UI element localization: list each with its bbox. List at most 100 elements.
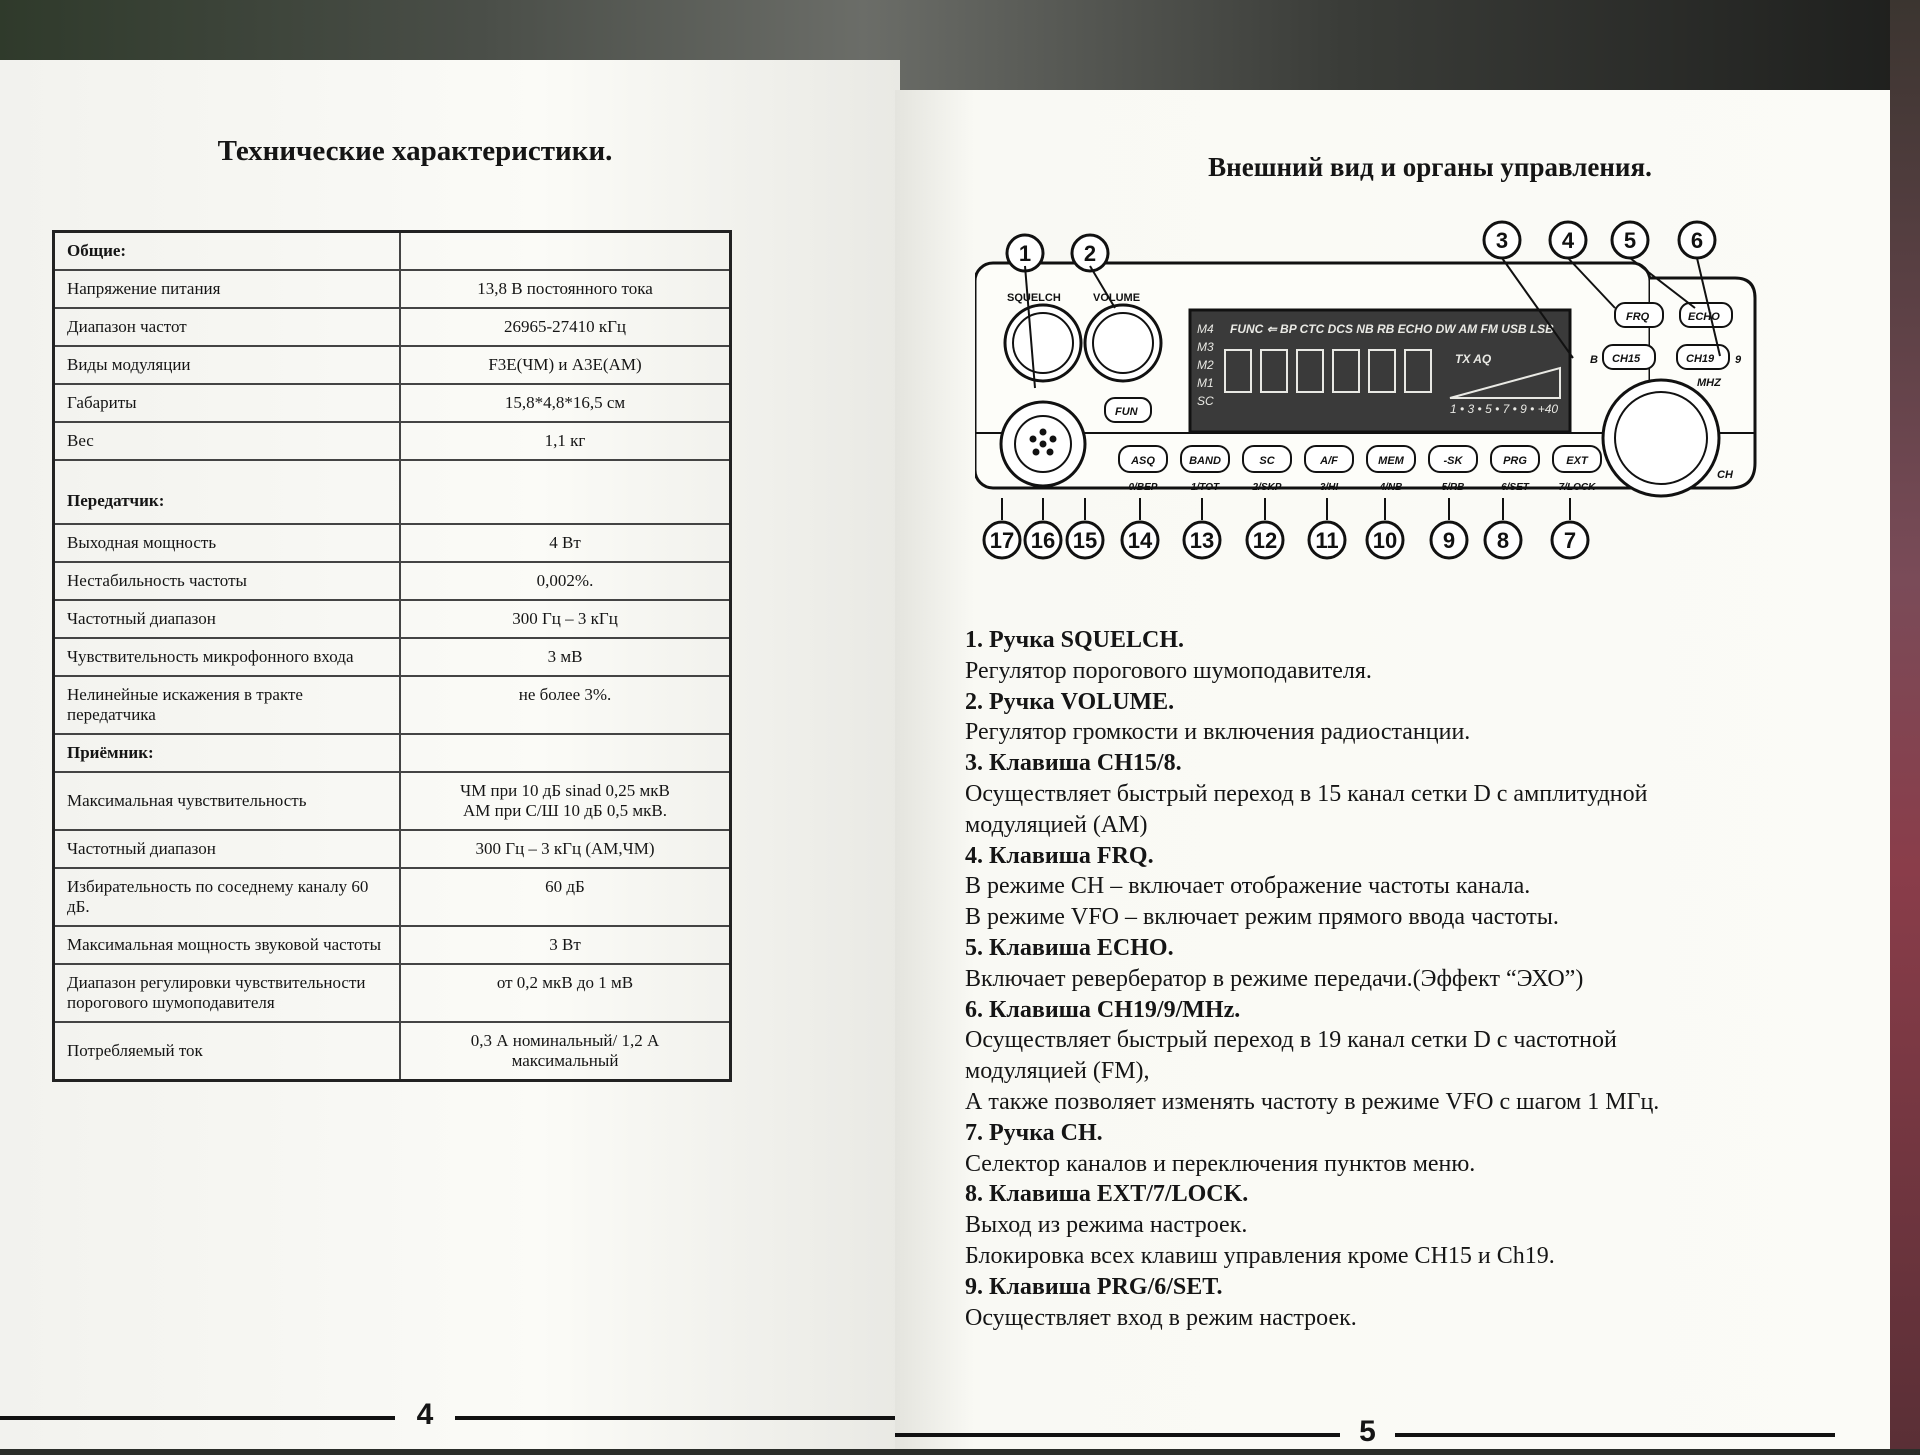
table-row: Диапазон частот 26965-27410 кГц bbox=[52, 307, 732, 347]
desc-heading: 2. Ручка VOLUME. bbox=[965, 688, 1175, 715]
spec-value: 0,3 А номинальный/ 1,2 А максимальный bbox=[399, 1021, 732, 1082]
callout-number: 13 bbox=[1190, 528, 1214, 553]
callout-leader bbox=[1696, 257, 1721, 357]
left-page: Технические характеристики. Общие: Напря… bbox=[0, 60, 900, 1449]
spec-key: Напряжение питания bbox=[52, 269, 401, 309]
spec-key: Габариты bbox=[52, 383, 401, 423]
table-row: Виды модуляции F3E(ЧМ) и A3E(AM) bbox=[52, 345, 732, 385]
lcd-side-label: SC bbox=[1197, 394, 1214, 408]
echo-button-label: ECHO bbox=[1688, 311, 1720, 323]
panel-button-2[interactable] bbox=[1242, 445, 1292, 473]
right-page: Внешний вид и органы управления. SQUELCH… bbox=[895, 90, 1890, 1449]
spec-value: 13,8 В постоянного тока bbox=[399, 269, 732, 309]
desc-line: Осуществляет быстрый переход в 19 канал … bbox=[965, 1027, 1617, 1054]
b-label: B bbox=[1590, 354, 1598, 366]
panel-button-5[interactable] bbox=[1428, 445, 1478, 473]
spec-key: Максимальная чувствительность bbox=[52, 771, 401, 831]
callout-circle bbox=[982, 520, 1022, 560]
callout-number: 7 bbox=[1564, 528, 1576, 553]
page-number: 5 bbox=[1359, 1415, 1376, 1448]
callout-number: 3 bbox=[1496, 228, 1508, 253]
panel-button-sublabel: 0/BEP bbox=[1129, 482, 1158, 493]
panel-button-3[interactable] bbox=[1304, 445, 1354, 473]
callout-number: 12 bbox=[1253, 528, 1277, 553]
callout-number: 16 bbox=[1031, 528, 1055, 553]
radio-front-panel-diagram: SQUELCH VOLUME FUNC ⇐ BP CTC DCS NB RB E… bbox=[975, 220, 1757, 560]
desc-heading: 3. Клавиша CH15/8. bbox=[965, 750, 1182, 777]
desc-line: Селектор каналов и переключения пунктов … bbox=[965, 1150, 1476, 1177]
nine-label: 9 bbox=[1735, 354, 1742, 366]
callout-number: 8 bbox=[1497, 528, 1509, 553]
lcd-display bbox=[1188, 308, 1572, 434]
spec-value-line: максимальный bbox=[511, 1051, 619, 1070]
callout-number: 14 bbox=[1128, 528, 1153, 553]
desc-item: 9. Клавиша PRG/6/SET.Осуществляет вход в… bbox=[965, 1272, 1845, 1334]
echo-button[interactable] bbox=[1679, 302, 1733, 328]
panel-button-0[interactable] bbox=[1118, 445, 1168, 473]
squelch-label: SQUELCH bbox=[1007, 292, 1061, 304]
desc-item: 6. Клавиша CH19/9/MHz. Осуществляет быстр… bbox=[965, 995, 1845, 1118]
callout-number: 6 bbox=[1691, 228, 1703, 253]
ch15-button-label: CH15 bbox=[1612, 353, 1641, 365]
desc-line: Блокировка всех клавиш управления кроме … bbox=[965, 1242, 1555, 1269]
bottom-button-row: ASQ0/BEPBAND1/TOTSC2/SKPA/F3/HIMEM4/NB-S… bbox=[1118, 445, 1602, 493]
spec-value: 60 дБ bbox=[399, 867, 732, 927]
spec-value-line: АМ при С/Ш 10 дБ 0,5 мкВ. bbox=[462, 801, 668, 820]
volume-knob[interactable] bbox=[1083, 303, 1163, 383]
spec-key: Нестабильность частоты bbox=[52, 561, 401, 601]
desc-item: 4. Клавиша FRQ.В режиме CH – включает от… bbox=[965, 841, 1845, 933]
panel-button-sublabel: 5/RB bbox=[1442, 482, 1465, 493]
table-row: Выходная мощность 4 Вт bbox=[52, 523, 732, 563]
callout-number: 2 bbox=[1084, 241, 1096, 266]
callout-circle bbox=[1245, 520, 1285, 560]
footer-rule bbox=[455, 1416, 900, 1420]
fun-button[interactable] bbox=[1104, 397, 1152, 423]
background-fabric bbox=[1890, 0, 1920, 1449]
ch-knob[interactable] bbox=[1601, 378, 1721, 498]
section-heading: Общие: bbox=[52, 230, 401, 271]
callout-leader bbox=[1024, 265, 1036, 389]
desc-line: Регулятор порогового шумоподавителя. bbox=[965, 657, 1372, 684]
spec-key: Избирательность по соседнему каналу 60 д… bbox=[52, 867, 401, 927]
panel-button-4[interactable] bbox=[1366, 445, 1416, 473]
panel-button-sublabel: 1/TOT bbox=[1191, 482, 1220, 493]
squelch-knob[interactable] bbox=[1003, 303, 1083, 383]
table-row: Частотный диапазон 300 Гц – 3 кГц bbox=[52, 599, 732, 639]
table-row: Габариты 15,8*4,8*16,5 см bbox=[52, 383, 732, 423]
panel-button-sublabel: 6/SET bbox=[1501, 482, 1530, 493]
callout-leader bbox=[1567, 257, 1616, 309]
panel-button-6[interactable] bbox=[1490, 445, 1540, 473]
page-footer: 5 bbox=[895, 1415, 1890, 1455]
panel-button-7[interactable] bbox=[1552, 445, 1602, 473]
page-title: Технические характеристики. bbox=[217, 135, 613, 167]
panel-button-1[interactable] bbox=[1180, 445, 1230, 473]
page-footer: 4 bbox=[0, 1398, 900, 1438]
ch-knob-inner bbox=[1614, 391, 1708, 485]
panel-button-label: ASQ bbox=[1130, 455, 1155, 467]
ch19-button[interactable] bbox=[1676, 344, 1730, 370]
desc-line: Осуществляет вход в режим настроек. bbox=[965, 1304, 1357, 1331]
desc-item: 8. Клавиша EXT/7/LOCK.Выход из режима на… bbox=[965, 1179, 1845, 1271]
footer-rule bbox=[895, 1433, 1340, 1437]
desc-line: А также позволяет изменять частоту в реж… bbox=[965, 1088, 1660, 1115]
spec-key: Потребляемый ток bbox=[52, 1021, 401, 1082]
desc-heading: 6. Клавиша CH19/9/MHz. bbox=[965, 996, 1241, 1023]
spec-value: 1,1 кг bbox=[399, 421, 732, 461]
lcd-status-row: FUNC ⇐ BP CTC DCS NB RB ECHO DW AM FM US… bbox=[1230, 322, 1554, 336]
panel-button-sublabel: 7/LOCK bbox=[1559, 482, 1596, 493]
frq-button[interactable] bbox=[1614, 302, 1664, 328]
section-heading: Передатчик: bbox=[52, 459, 401, 525]
spec-key: Виды модуляции bbox=[52, 345, 401, 385]
ch15-button[interactable] bbox=[1602, 344, 1656, 370]
spec-value: 3 мВ bbox=[399, 637, 732, 677]
callout-circle bbox=[1429, 520, 1469, 560]
desc-heading: 4. Клавиша FRQ. bbox=[965, 842, 1154, 869]
table-section-row: Приёмник: bbox=[52, 733, 732, 773]
panel-button-sublabel: 2/SKP bbox=[1252, 482, 1282, 493]
callout-circle bbox=[1065, 520, 1105, 560]
table-row: Потребляемый ток 0,3 А номинальный/ 1,2 … bbox=[52, 1021, 732, 1082]
squelch-knob-inner bbox=[1012, 312, 1074, 374]
mhz-label: MHZ bbox=[1697, 377, 1722, 389]
ch19-button-label: CH19 bbox=[1686, 353, 1715, 365]
